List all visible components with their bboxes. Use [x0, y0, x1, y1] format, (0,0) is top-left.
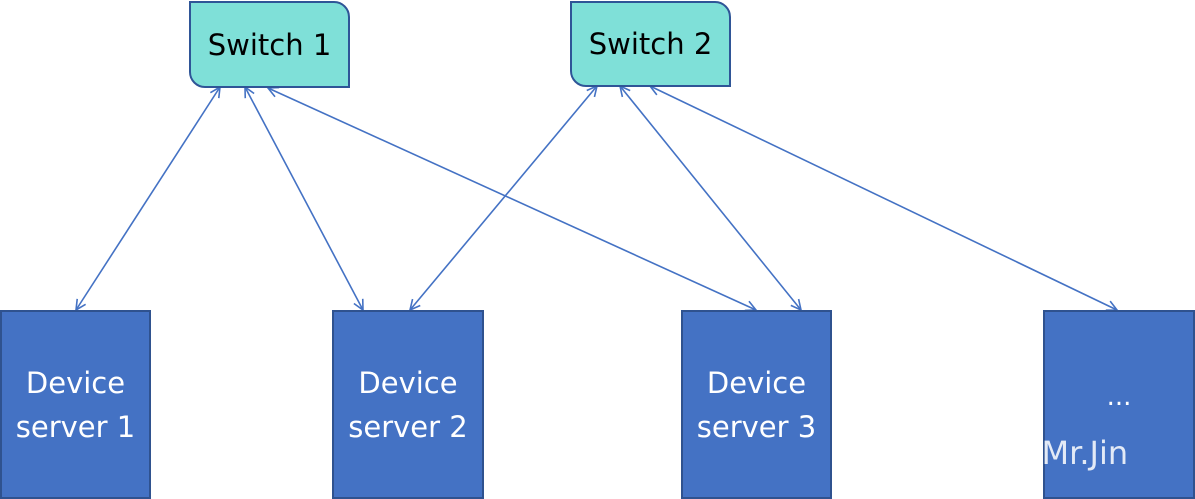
device-server-more-node: ... — [1043, 310, 1195, 499]
device-server-2-label: Device server 2 — [348, 365, 468, 444]
device-server-1-node: Device server 1 — [0, 310, 151, 499]
link-switch-2-device-server-3 — [620, 86, 801, 310]
device-server-2-node: Device server 2 — [332, 310, 484, 499]
switch-1-label: Switch 1 — [207, 27, 332, 62]
link-switch-2-device-server-more — [650, 86, 1117, 310]
device-server-3-node: Device server 3 — [681, 310, 832, 499]
switch-1-node: Switch 1 — [189, 1, 350, 88]
switch-2-node: Switch 2 — [570, 1, 731, 87]
link-switch-2-device-server-2 — [410, 86, 597, 310]
link-switch-1-device-server-1 — [76, 87, 220, 310]
link-switch-1-device-server-2 — [245, 87, 363, 310]
link-switch-1-device-server-3 — [268, 88, 756, 310]
switch-2-label: Switch 2 — [588, 27, 713, 61]
device-server-3-label: Device server 3 — [696, 365, 817, 444]
watermark-text: 知乎 @AI布道Mr.Jin — [840, 434, 1129, 472]
device-server-more-label: ... — [1106, 381, 1132, 412]
device-server-1-label: Device server 1 — [15, 365, 136, 444]
